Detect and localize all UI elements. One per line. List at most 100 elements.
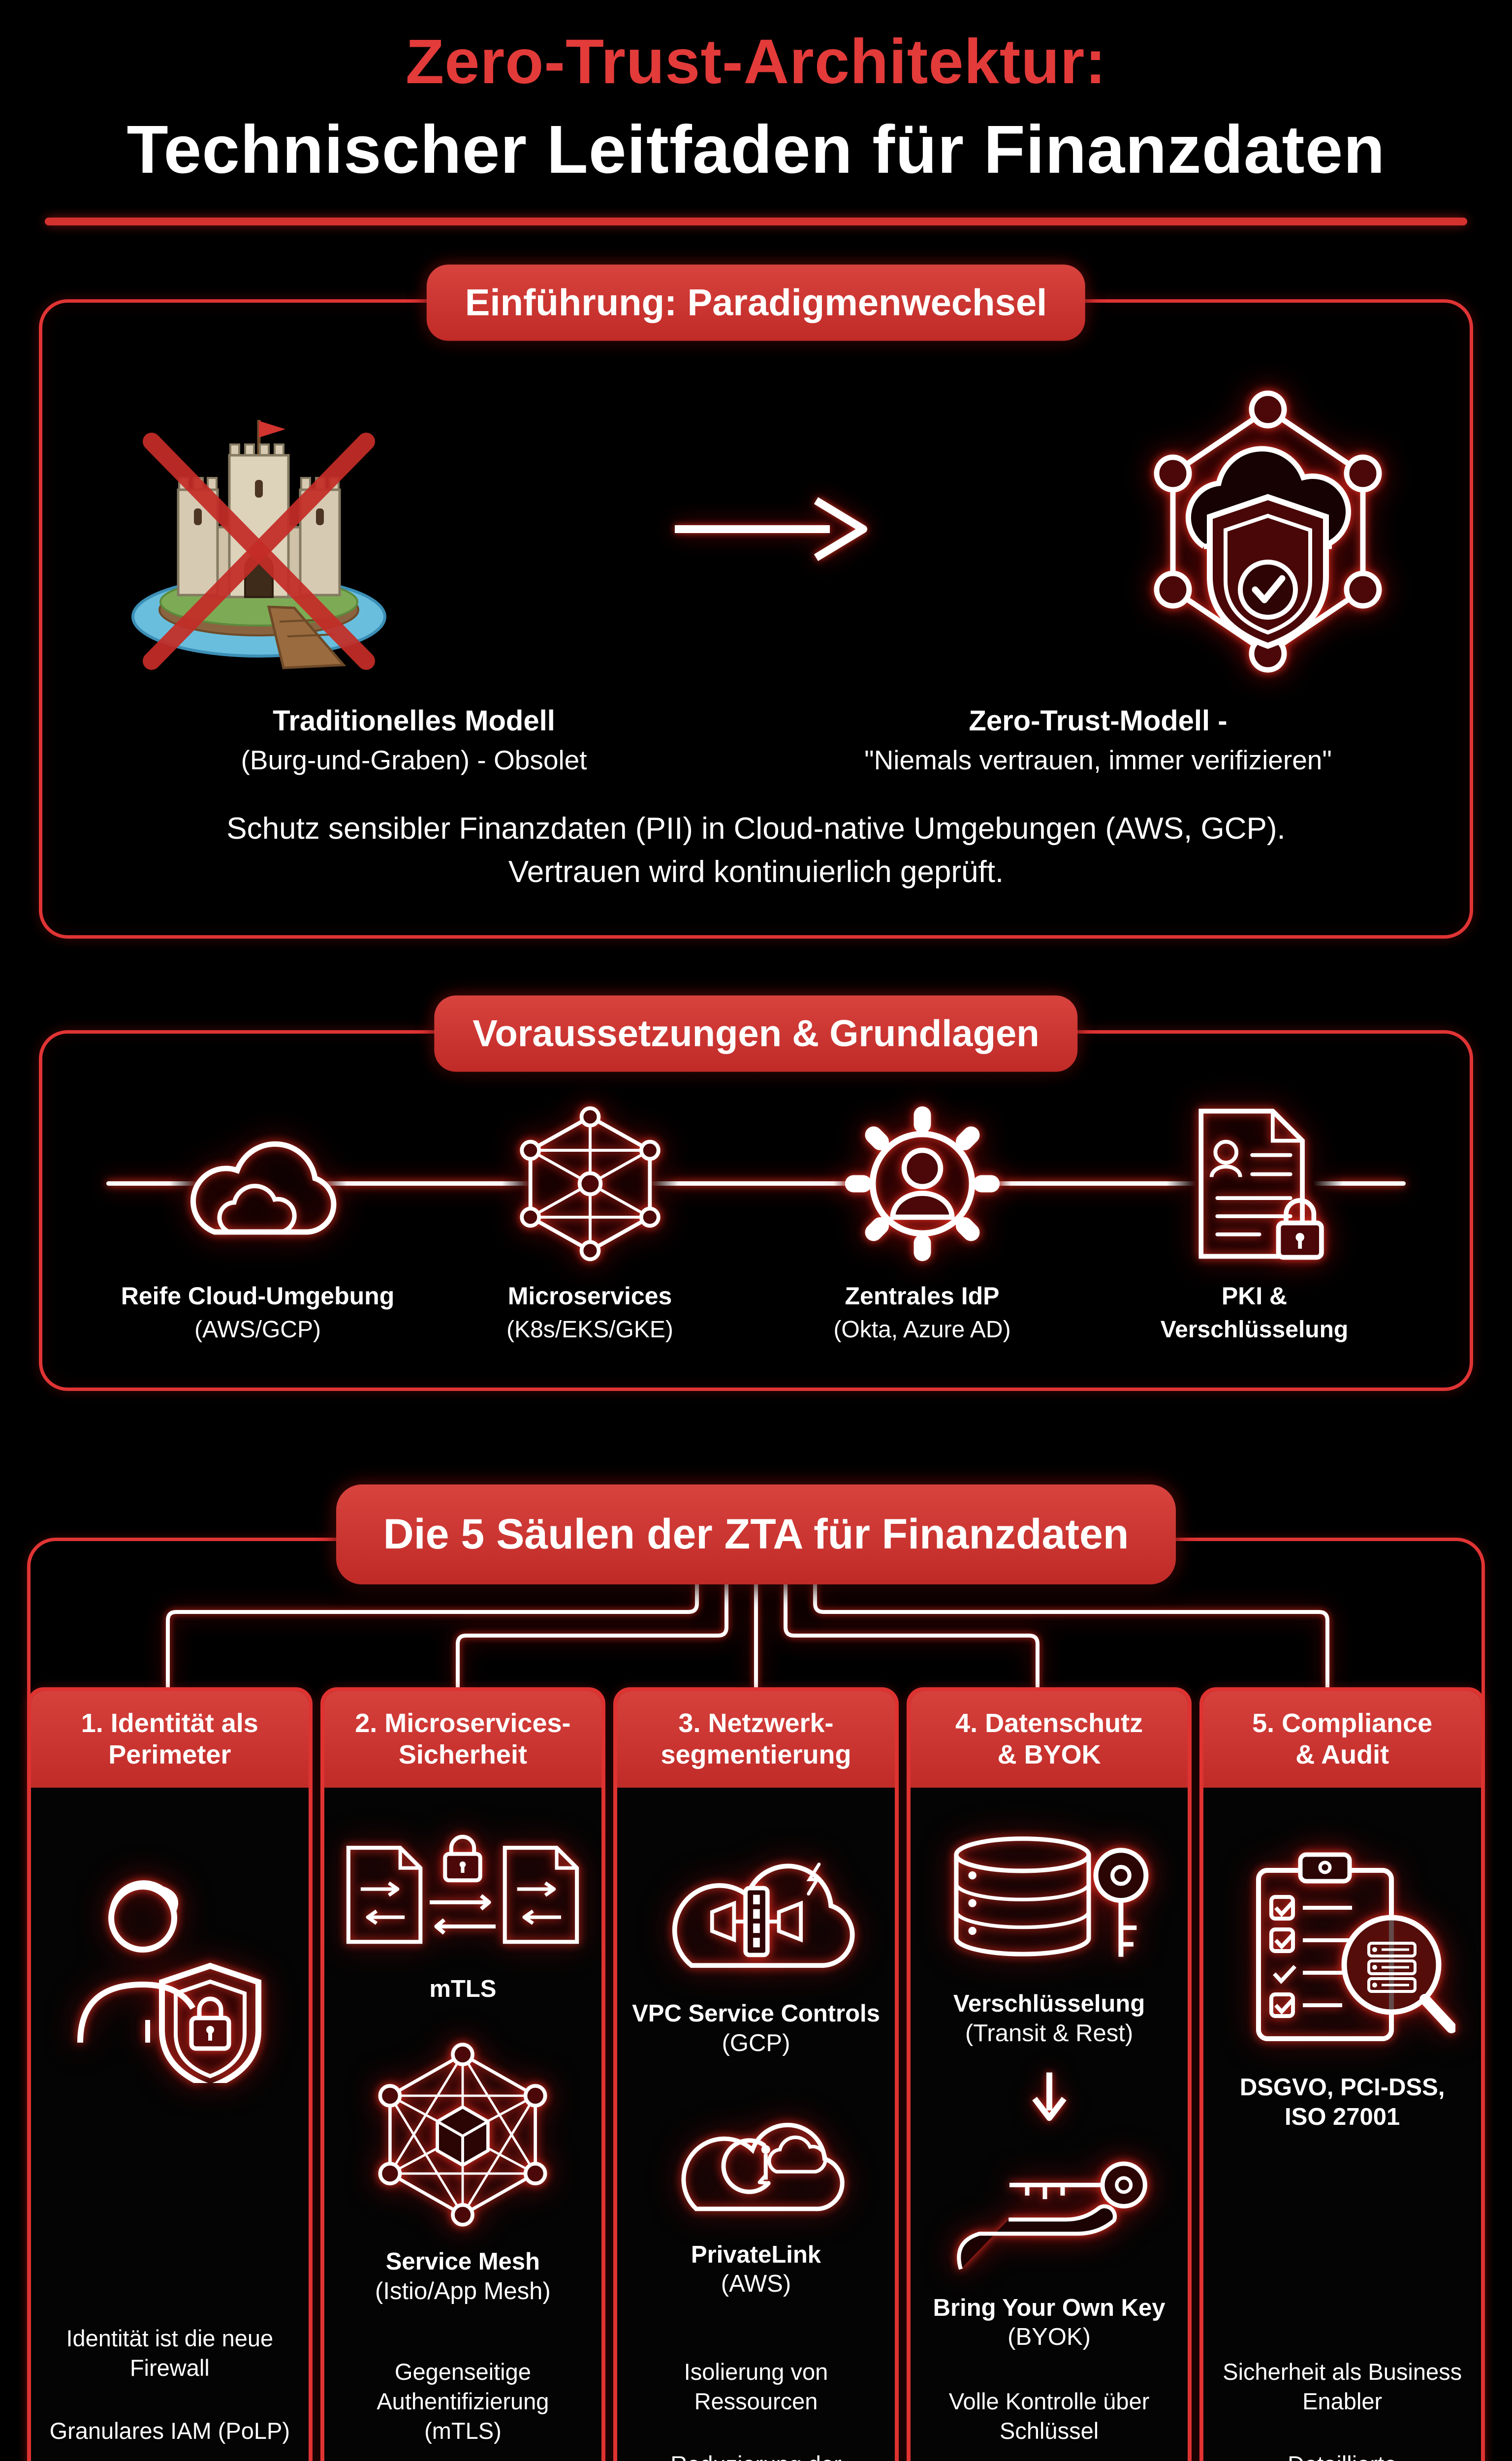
section-pillars: Die 5 Säulen der ZTA für Finanzdaten 1. … — [0, 1484, 1512, 2461]
pillar-compliance: 5. Compliance & Audit — [1199, 1687, 1485, 2461]
pillar-header-line1: 3. Netzwerk- — [678, 1708, 834, 1738]
pillar-header-line2: & Audit — [1295, 1740, 1389, 1770]
service-mesh-label-sub: (Istio/App Mesh) — [375, 2277, 551, 2304]
pillar-paragraphs: Identität ist die neue Firewall Granular… — [44, 2289, 296, 2461]
foundation-label: Zentrales IdP — [845, 1282, 1000, 1310]
pillar-header: 3. Netzwerk- segmentierung — [617, 1691, 895, 1788]
foundation-sublabel: (K8s/EKS/GKE) — [506, 1317, 673, 1343]
mtls-documents-icon — [346, 1834, 579, 1944]
caption-zerotrust-title: Zero-Trust-Modell - — [969, 705, 1228, 737]
intro-body-line2: Vertrauen wird kontinuierlich geprüft. — [508, 855, 1004, 889]
foundation-item-cloud: Reife Cloud-Umgebung (AWS/GCP) — [92, 1103, 424, 1343]
encryption-label-bold: Verschlüsselung — [953, 1990, 1145, 2018]
crossed-out-x — [143, 433, 375, 670]
castle-crossed-icon — [131, 420, 386, 670]
intro-badge: Einführung: Paradigmenwechsel — [426, 264, 1086, 341]
privatelink-label-bold: PrivateLink — [691, 2241, 821, 2268]
privatelink-cloud-icon — [681, 2122, 845, 2211]
pillar-datenschutz: 4. Datenschutz & BYOK — [906, 1687, 1192, 2461]
pillar-paragraph: Gegenseitige Authentifizierung (mTLS) — [377, 2359, 549, 2444]
pillar-identity: 1. Identität als Perimeter — [27, 1687, 313, 2461]
foundation-label: PKI & — [1221, 1282, 1288, 1310]
section-intro: Einführung: Paradigmenwechsel — [39, 264, 1473, 939]
standards-label-text: DSGVO, PCI-DSS, ISO 27001 — [1239, 2074, 1445, 2130]
pillar-row: 1. Identität als Perimeter — [27, 1687, 1485, 2461]
arrow-right-icon — [675, 497, 867, 561]
privatelink-label-sub: (AWS) — [721, 2271, 791, 2298]
service-mesh-icon — [378, 2043, 547, 2227]
encryption-label-sub: (Transit & Rest) — [965, 2019, 1134, 2047]
mtls-label-text: mTLS — [429, 1976, 497, 2003]
database-key-icon — [953, 1836, 1148, 1957]
compliance-clipboard-icon — [1256, 1852, 1456, 2042]
masthead: Zero-Trust-Architektur: Technischer Leit… — [0, 0, 1512, 225]
pillar-paragraph: Reduzierung der Angriffsfläche durch def… — [630, 2450, 882, 2461]
foundations-content: Reife Cloud-Umgebung (AWS/GCP) — [42, 1034, 1470, 1388]
zero-trust-network-icon — [1154, 390, 1382, 673]
pillar-header-line2: & BYOK — [997, 1740, 1101, 1770]
pillar-paragraphs: Volle Kontrolle über Schlüssel Sofortige… — [923, 2352, 1175, 2461]
pillar-network: 3. Netzwerk- segmentierung — [613, 1687, 899, 2461]
pillar-paragraphs: Isolierung von Ressourcen Reduzierung de… — [630, 2323, 882, 2461]
vpc-label: VPC Service Controls (GCP) — [630, 1999, 882, 2058]
pillar-header-line1: 5. Compliance — [1252, 1708, 1433, 1738]
section-foundations: Voraussetzungen & Grundlagen Reife Cloud… — [39, 995, 1473, 1391]
byok-hand-key-icon — [956, 2161, 1147, 2270]
pillar-body: DSGVO, PCI-DSS, ISO 27001 Sicherheit als… — [1203, 1788, 1481, 2461]
foundation-item-pki: PKI & Verschlüsselung — [1088, 1103, 1420, 1343]
pillar-paragraph: Detaillierte Nachverfolgung (CloudTrail,… — [1216, 2450, 1468, 2461]
pillar-header-line2: Perimeter — [108, 1740, 231, 1770]
pillar-header: 4. Datenschutz & BYOK — [910, 1691, 1188, 1788]
intro-body: Schutz sensibler Finanzdaten (PII) in Cl… — [42, 776, 1470, 935]
pillar-header-line1: 4. Datenschutz — [955, 1708, 1143, 1738]
pillar-header-line2: Sicherheit — [398, 1740, 527, 1770]
caption-traditional-sub: (Burg-und-Graben) - Obsolet — [241, 745, 587, 775]
foundation-sublabel: Verschlüsselung — [1160, 1317, 1349, 1343]
encryption-label: Verschlüsselung (Transit & Rest) — [923, 1989, 1175, 2049]
pillar-paragraph: Volle Kontrolle über Schlüssel — [948, 2388, 1150, 2444]
foundations-badge: Voraussetzungen & Grundlagen — [434, 995, 1078, 1072]
microservices-mesh-icon — [519, 1106, 661, 1262]
pillar-body: Identität ist die neue Firewall Granular… — [31, 1788, 309, 2461]
page-title: Technischer Leitfaden für Finanzdaten — [126, 112, 1386, 188]
pillar-paragraph: Sicherheit als Business Enabler — [1223, 2359, 1462, 2415]
service-mesh-label-bold: Service Mesh — [385, 2248, 540, 2275]
caption-traditional-title: Traditionelles Modell — [273, 705, 555, 737]
pillar-header-line2: segmentierung — [661, 1740, 851, 1770]
pillar-header-line1: 1. Identität als — [81, 1708, 258, 1738]
vpc-label-bold: VPC Service Controls — [632, 2000, 880, 2027]
foundation-label: Reife Cloud-Umgebung — [121, 1282, 395, 1310]
page-title-accent: Zero-Trust-Architektur: — [406, 27, 1106, 97]
intro-body-line1: Schutz sensibler Finanzdaten (PII) in Cl… — [226, 812, 1286, 846]
foundations-connector-line — [106, 1181, 1406, 1186]
vpc-cloud-firewall-icon — [672, 1862, 855, 1968]
vpc-label-sub: (GCP) — [722, 2029, 790, 2056]
caption-zerotrust-sub: "Niemals vertrauen, immer verifizieren" — [864, 745, 1332, 775]
pillar-header-line1: 2. Microservices- — [355, 1708, 571, 1738]
foundation-item-microservices: Microservices (K8s/EKS/GKE) — [424, 1103, 756, 1343]
pillar-header: 1. Identität als Perimeter — [31, 1691, 309, 1788]
privatelink-label: PrivateLink (AWS) — [691, 2240, 821, 2300]
service-mesh-label: Service Mesh (Istio/App Mesh) — [375, 2247, 551, 2306]
pillar-header: 2. Microservices- Sicherheit — [324, 1691, 602, 1788]
caption-traditional: Traditionelles Modell (Burg-und-Graben) … — [72, 704, 756, 776]
pillar-header: 5. Compliance & Audit — [1203, 1691, 1481, 1788]
pillar-paragraphs: Sicherheit als Business Enabler Detailli… — [1216, 2323, 1468, 2461]
cloud-icon — [190, 1141, 336, 1235]
idp-gear-user-icon — [845, 1106, 1000, 1262]
pillar-paragraph: Granulares IAM (PoLP) — [49, 2417, 290, 2444]
person-shield-icon — [77, 1880, 261, 2083]
byok-label-bold: Bring Your Own Key — [933, 2294, 1166, 2321]
pillar-body: VPC Service Controls (GCP) PrivateLi — [617, 1788, 895, 2461]
title-divider — [45, 218, 1467, 225]
byok-label-sub: (BYOK) — [1008, 2324, 1091, 2351]
pillar-microservices: 2. Microservices- Sicherheit — [320, 1687, 606, 2461]
standards-label: DSGVO, PCI-DSS, ISO 27001 — [1216, 2073, 1468, 2132]
arrow-down-icon — [1032, 2072, 1067, 2121]
foundation-item-idp: Zentrales IdP (Okta, Azure AD) — [756, 1103, 1088, 1343]
pillar-paragraphs: Gegenseitige Authentifizierung (mTLS) Au… — [337, 2323, 589, 2461]
mtls-label: mTLS — [429, 1975, 496, 2004]
foundations-row: Reife Cloud-Umgebung (AWS/GCP) — [92, 1103, 1420, 1343]
pki-document-lock-icon — [1198, 1108, 1324, 1260]
foundation-sublabel: (AWS/GCP) — [194, 1317, 321, 1343]
